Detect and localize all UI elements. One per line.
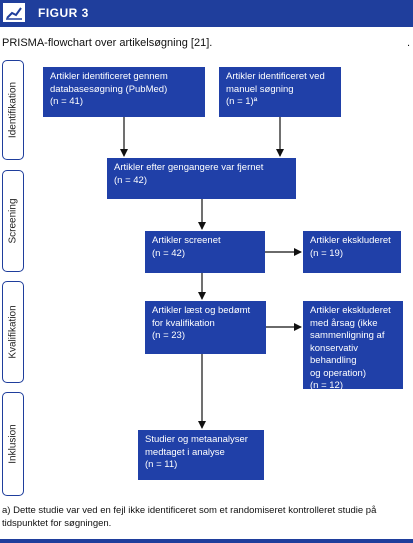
phase-label-eligibility: Kvalifikation: [2, 281, 24, 383]
line-chart-icon: [3, 3, 25, 22]
phase-label-screening: Screening: [2, 170, 24, 272]
footnote: a) Dette studie var ved en fejl ikke ide…: [2, 505, 377, 529]
figure-caption: PRISMA-flowchart over artikelsøgning [21…: [2, 37, 213, 49]
box-duplicates-removed: Artikler efter gengangere var fjernet(n …: [107, 158, 296, 199]
bottom-rule: [0, 539, 413, 543]
figure-header-bar: FIGUR 3: [0, 0, 413, 27]
phase-label-identification: Identifikation: [2, 60, 24, 160]
figure-label: FIGUR 3: [38, 6, 89, 20]
caption-mark: .: [407, 37, 411, 49]
box-excluded: Artikler ekskluderet(n = 19): [303, 231, 401, 273]
phase-label-inclusion: Inklusion: [2, 392, 24, 496]
box-screened: Artikler screenet(n = 42): [145, 231, 265, 273]
